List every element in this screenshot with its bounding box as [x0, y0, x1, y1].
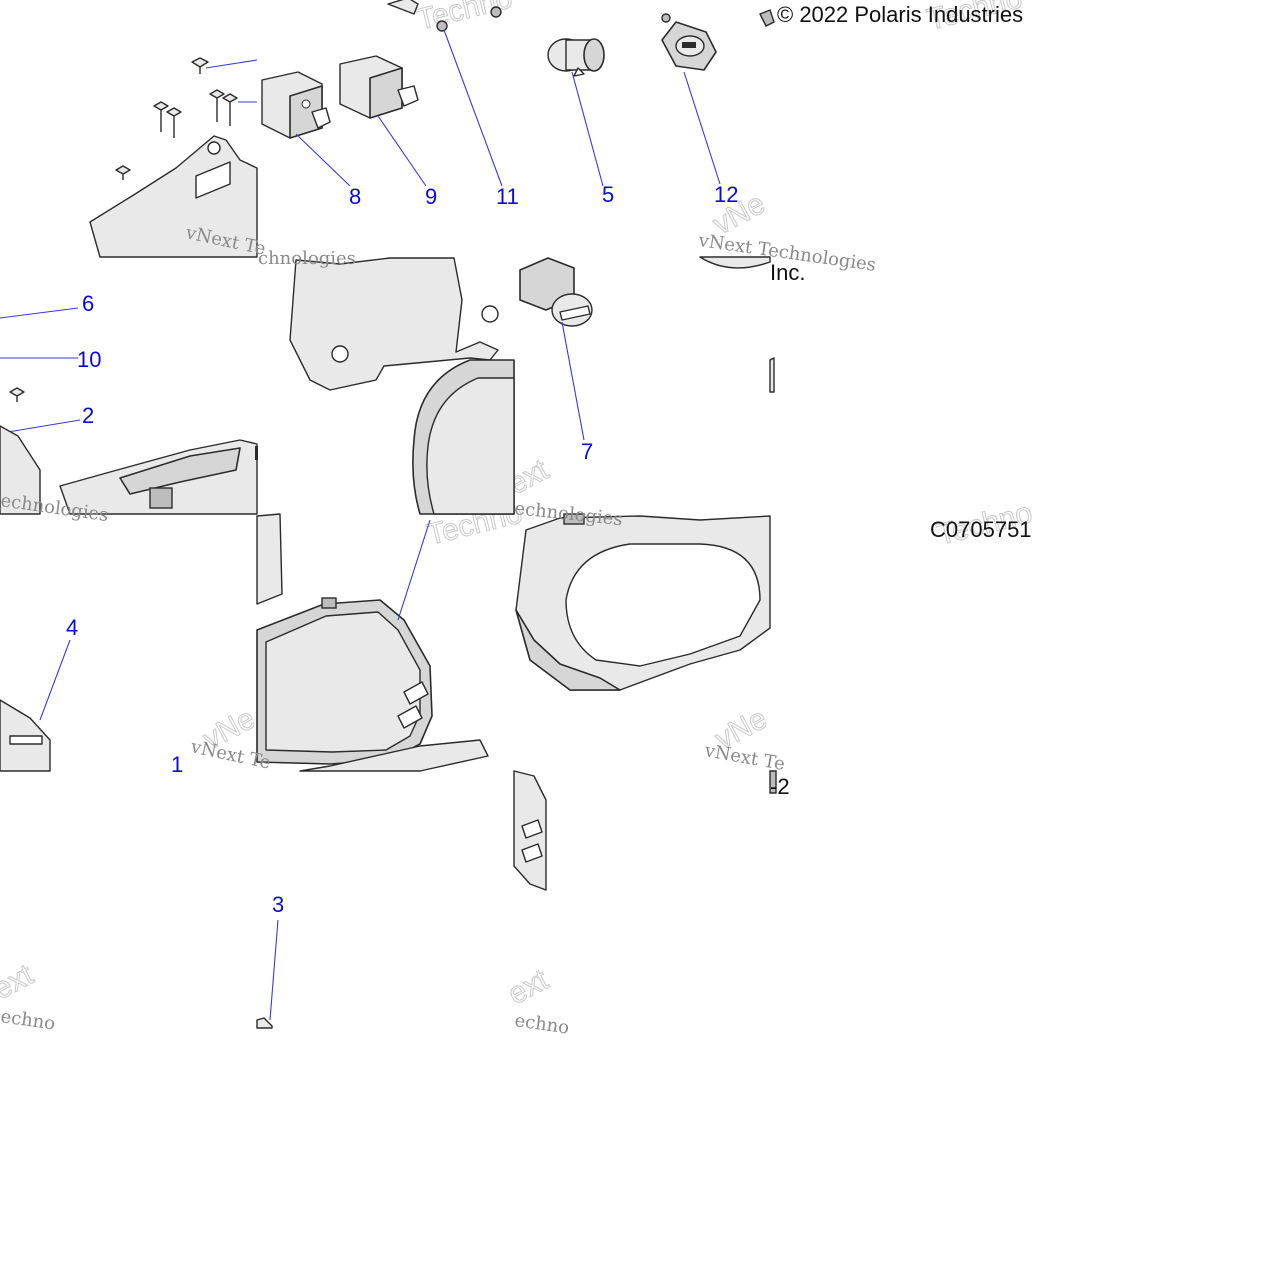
fragment-part [769, 357, 775, 393]
leader-line [397, 519, 431, 621]
fragment-part [699, 256, 771, 269]
watermark-ghost: ext [0, 958, 39, 1006]
bolt-icon [191, 57, 209, 74]
panel-hole [481, 305, 499, 323]
dash-cover-1 [256, 597, 489, 772]
dash-bezel [515, 513, 771, 691]
cover-vent [521, 819, 543, 839]
power-outlet-5 [547, 38, 605, 77]
bracket-part [0, 425, 41, 515]
bolt-icon [115, 165, 131, 180]
fragment-part [256, 1017, 273, 1029]
bolt-icon [166, 107, 182, 138]
rocker-switch-8 [261, 71, 331, 139]
callout-7: 7 [581, 439, 593, 464]
ignition-switch-7 [519, 257, 593, 327]
clip-part [387, 0, 419, 15]
bolt-icon [153, 101, 169, 132]
callout-10: 10 [77, 347, 101, 372]
panel-hole [331, 345, 349, 363]
rocker-switch-9 [339, 55, 419, 119]
callout-1: 1 [171, 752, 183, 777]
watermark-ghost: Techno [414, 0, 516, 37]
mounting-bracket [89, 135, 258, 258]
watermark-ghost: ext [503, 963, 554, 1011]
copyright-notice: © 2022 Polaris Industries [777, 2, 1023, 27]
dash-cover-upper [412, 359, 515, 515]
usb-port-12 [661, 13, 717, 71]
nut-icon [436, 20, 448, 32]
bolt-icon [209, 89, 225, 122]
fragment-part [769, 770, 777, 794]
callout-5: 5 [602, 182, 614, 207]
callout-labels: 8 9 11 5 12 6 10 2 7 4 1 3 [66, 182, 738, 917]
bolt-group [9, 57, 238, 402]
leader-line [39, 639, 71, 721]
watermark-label: echno [513, 1010, 570, 1038]
callout-12: 12 [714, 182, 738, 207]
fragment-part [759, 9, 775, 27]
callout-6: 6 [82, 291, 94, 316]
leader-line [295, 133, 351, 187]
callout-11: 11 [496, 184, 519, 209]
page-fragment: -2 [770, 774, 790, 799]
leader-line [205, 59, 258, 69]
nut-icon [490, 6, 502, 18]
dash-frame-lip [119, 447, 241, 495]
bolt-icon [9, 387, 25, 402]
frame-boss [149, 487, 173, 509]
cover-vent [521, 843, 543, 863]
leader-line [443, 29, 503, 187]
bracket-slot [195, 161, 231, 199]
bracket-slot [9, 735, 43, 745]
fragment-part [256, 513, 283, 605]
callout-8: 8 [349, 184, 361, 209]
bracket-hole [207, 141, 221, 155]
leader-line [0, 307, 79, 319]
leader-line [561, 321, 585, 441]
callout-2: 2 [82, 403, 94, 428]
leader-line [377, 115, 427, 187]
leader-line [269, 919, 279, 1021]
callout-9: 9 [425, 184, 437, 209]
callout-4: 4 [66, 615, 78, 640]
copyright-fragment: Inc. [770, 260, 805, 285]
watermark-label: echno [0, 1006, 56, 1034]
fragment-part [255, 446, 258, 460]
leader-line [683, 71, 721, 185]
bolt-icon [222, 93, 238, 126]
leader-line [7, 419, 81, 433]
callout-3: 3 [272, 892, 284, 917]
watermark-label: chnologies [258, 248, 356, 269]
diagram-code: C0705751 [930, 517, 1032, 542]
leader-line [571, 71, 604, 187]
